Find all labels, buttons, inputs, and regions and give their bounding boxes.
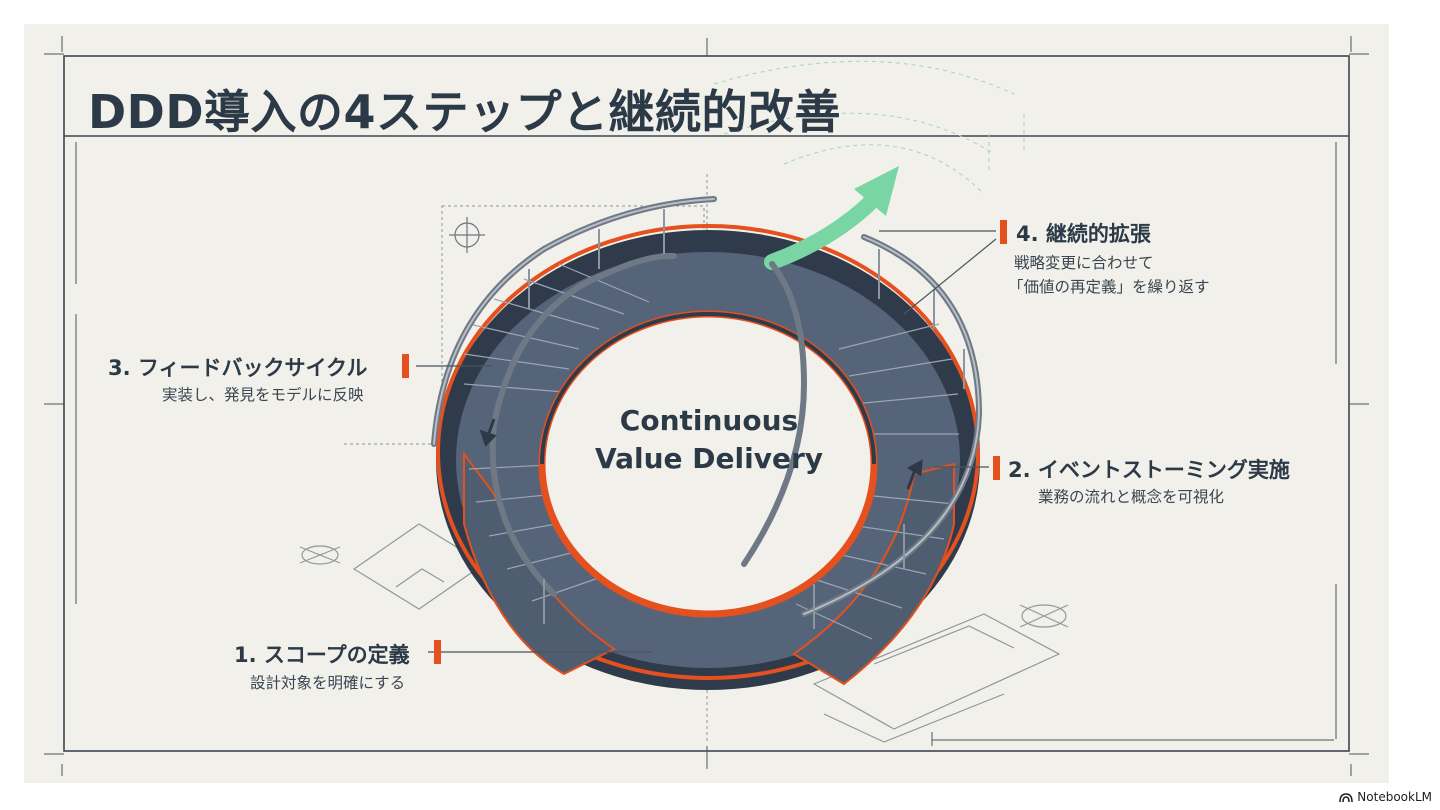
step-2-marker: [993, 456, 1000, 480]
page-title: DDD導入の4ステップと継続的改善: [88, 76, 841, 142]
step-4-desc-line2: 「価値の再定義」を繰り返す: [1008, 276, 1210, 299]
step-2-desc: 業務の流れと概念を可視化: [1038, 486, 1224, 509]
step-2-title: 2. イベントストーミング実施: [1008, 454, 1290, 484]
step-4-desc-line1: 戦略変更に合わせて: [1014, 252, 1154, 275]
step-1-title: 1. スコープの定義: [234, 639, 410, 669]
crosshair-icon: [449, 217, 485, 253]
center-label-line1: Continuous: [559, 402, 859, 440]
step-3-title: 3. フィードバックサイクル: [108, 352, 367, 382]
step-3-desc: 実装し、発見をモデルに反映: [162, 384, 364, 407]
brand-name: NotebookLM: [1357, 790, 1432, 804]
step-3-marker: [402, 354, 409, 378]
step-1-desc: 設計対象を明確にする: [250, 672, 405, 695]
notebooklm-logo-icon: [1339, 792, 1353, 803]
step-4-title: 4. 継続的拡張: [1016, 218, 1151, 248]
slide: DDD導入の4ステップと継続的改善 Continuous Value Deliv…: [24, 24, 1389, 783]
center-label: Continuous Value Delivery: [559, 402, 859, 478]
center-label-line2: Value Delivery: [559, 440, 859, 478]
upward-arrow-icon: [772, 166, 899, 262]
step-4-marker: [1000, 220, 1007, 244]
brand-logo: NotebookLM: [1339, 790, 1432, 804]
step-1-marker: [434, 640, 441, 664]
